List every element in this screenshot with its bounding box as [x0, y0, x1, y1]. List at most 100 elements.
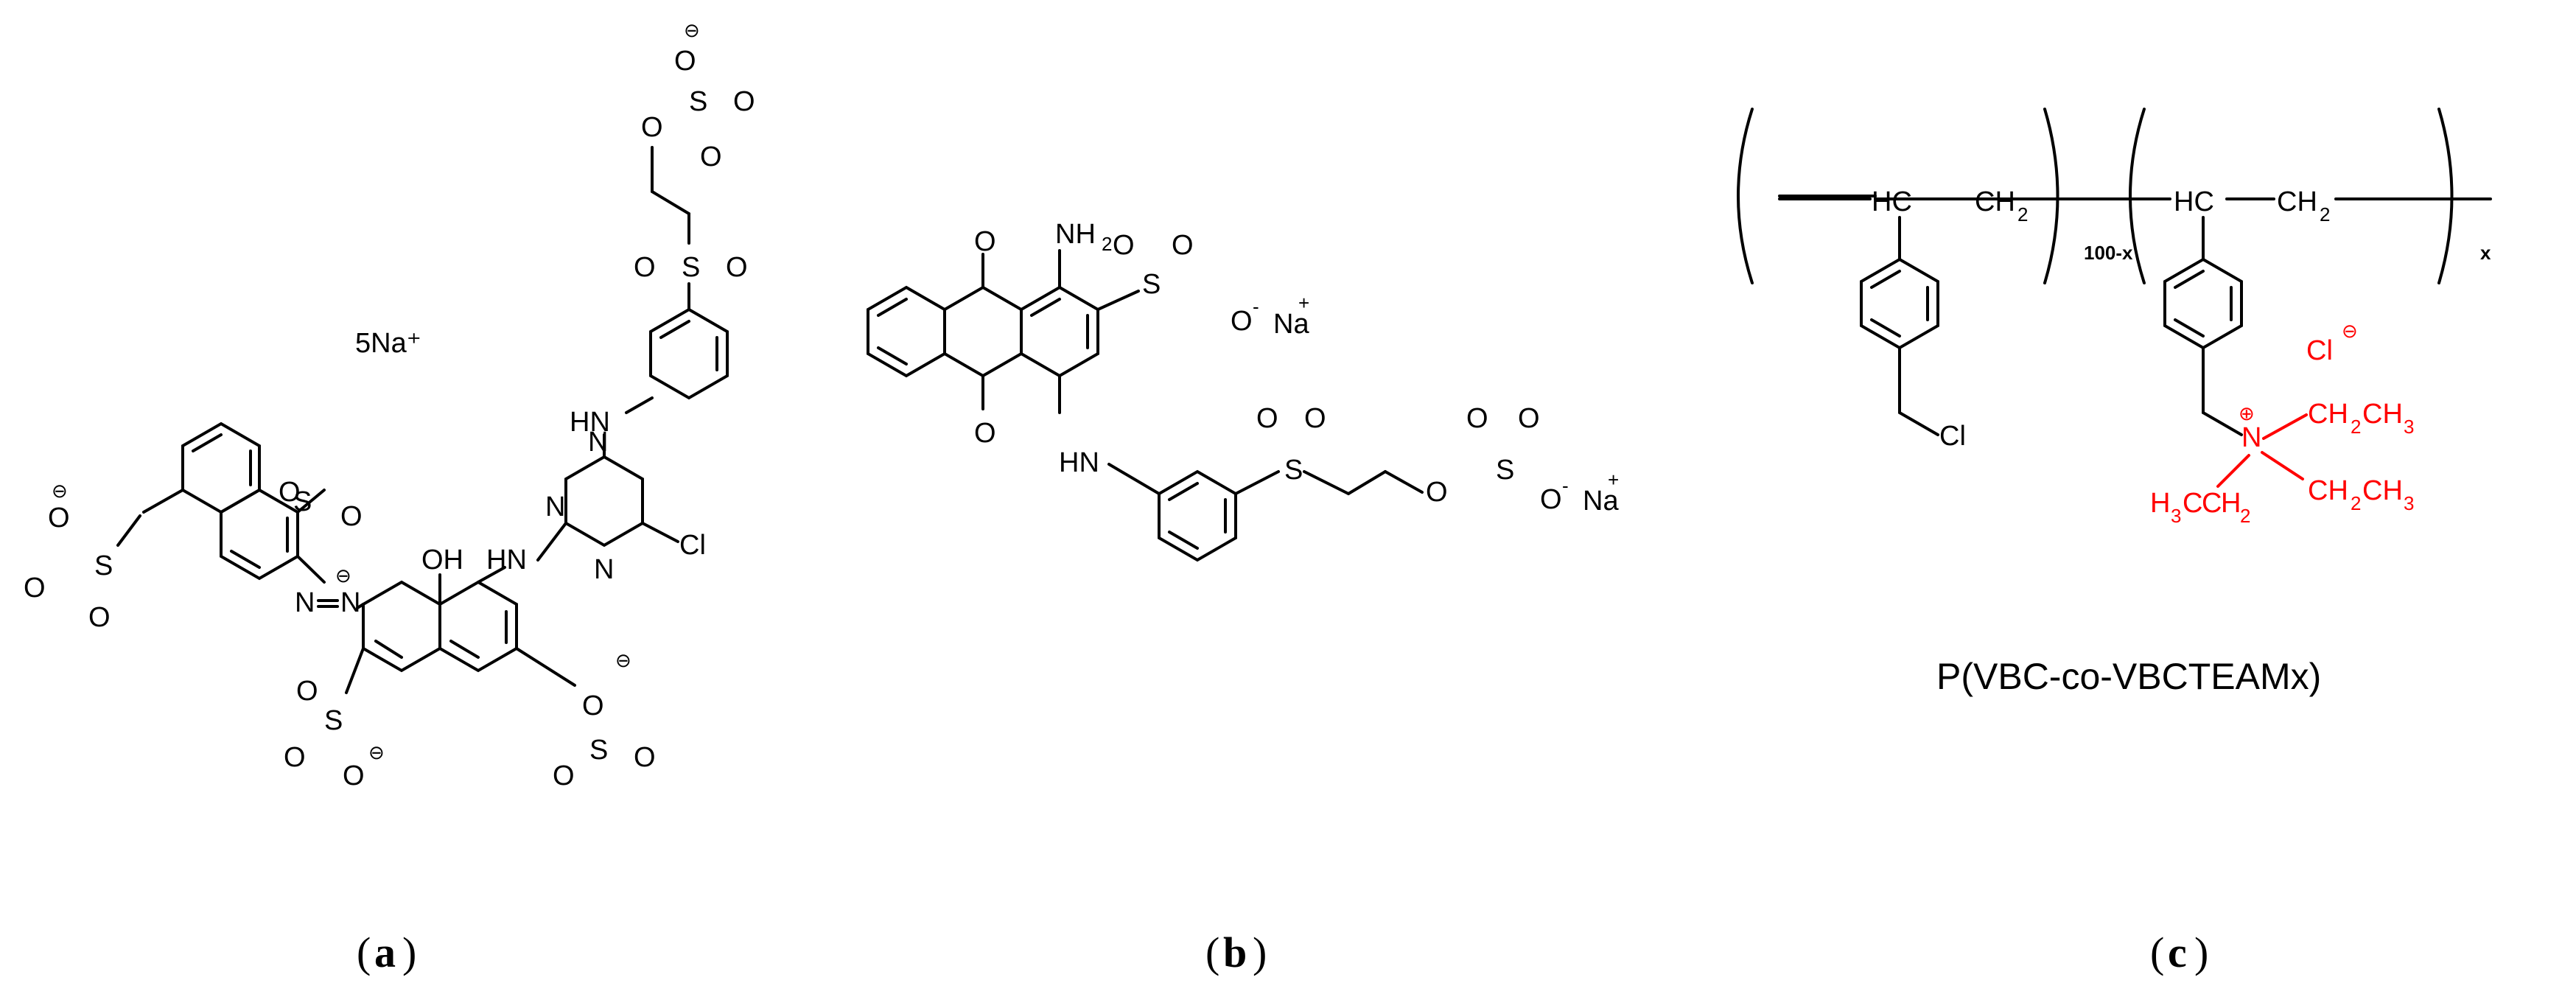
bracket-open-right [2129, 108, 2146, 284]
charge-minus: ⊖ [335, 564, 351, 587]
panel-c-structure: HC CH 2 100-x HC CH 2 x Cl N ⊕ CH 2 CH 3 [1737, 108, 2492, 976]
atom-o-minus: O [1540, 484, 1562, 515]
atom-o: O [974, 226, 996, 257]
atom-h: H [2221, 488, 2241, 519]
atom-o: O [641, 112, 663, 143]
subscript-2: 2 [1102, 233, 1112, 255]
charge-plus: + [1608, 469, 1619, 491]
atom-o: O [733, 86, 755, 117]
panel-label-c: c [2168, 928, 2187, 976]
subscript-2: 2 [2351, 416, 2361, 438]
atom-o: O [1172, 230, 1194, 261]
atom-o: O [553, 760, 575, 791]
repeat-subscript-x: x [2480, 242, 2491, 264]
atom-hn: HN [1059, 447, 1099, 478]
naphthalene-ring-left-upper [181, 421, 261, 514]
atom-o: O [700, 141, 722, 172]
atom-o: O [674, 46, 696, 77]
panel-a-structure: 5Na⁺ S O O O ⊖ S O O ⊖ N N [24, 19, 755, 976]
atom-o: O [1466, 403, 1488, 434]
subscript-2: 2 [2351, 492, 2361, 514]
subscript-2: 2 [2017, 203, 2028, 225]
atom-cl: Cl [1939, 421, 1966, 452]
atom-ch3: CH [2362, 399, 2403, 430]
chloride-ion: Cl [2306, 335, 2333, 366]
bracket-close-left [2043, 108, 2059, 284]
atom-n: N [295, 587, 315, 618]
subscript-3: 3 [2404, 492, 2414, 514]
panel-label-a: a [374, 928, 396, 976]
panel-label-a-open: ( [357, 928, 371, 976]
atom-h3c: H [2150, 488, 2170, 519]
atom-o: O [634, 252, 656, 283]
atom-o: O [1113, 230, 1135, 261]
atom-s: S [94, 550, 113, 581]
atom-o: O [340, 501, 363, 532]
atom-c: C [2183, 488, 2202, 519]
atom-o: O [343, 760, 365, 791]
atom-o: O [48, 503, 70, 534]
charge-minus: ⊖ [684, 19, 700, 41]
atom-o: O [1304, 403, 1326, 434]
atom-s: S [589, 735, 608, 766]
atom-hn: HN [570, 407, 610, 438]
polymer-caption: P(VBC-co-VBCTEAMx) [1936, 656, 2321, 697]
atom-c: C [2202, 488, 2222, 519]
bracket-open-left [1737, 108, 1754, 284]
panel-label-c-open: ( [2150, 928, 2164, 976]
atom-ch2: CH [2308, 399, 2348, 430]
atom-s: S [324, 705, 343, 736]
panel-label-b: b [1223, 928, 1247, 976]
atom-n: N [594, 554, 614, 585]
atom-hc: HC [2174, 186, 2214, 217]
charge-minus: - [1562, 475, 1569, 497]
bracket-close-right [2437, 108, 2454, 284]
anthraquinone-center-ring [943, 285, 1023, 378]
panel-label-c-close: ) [2194, 928, 2208, 976]
repeat-subscript-100-x: 100-x [2084, 242, 2133, 264]
atom-n: N [545, 491, 565, 522]
charge-minus: - [1253, 295, 1259, 318]
atom-ch2: CH [2308, 475, 2348, 506]
atom-o: O [974, 418, 996, 449]
atom-s: S [682, 252, 700, 283]
subscript-2: 2 [2320, 203, 2330, 225]
atom-s: S [1496, 455, 1514, 486]
charge-minus-circle: ⊖ [2342, 320, 2358, 342]
panel-label-b-close: ) [1253, 928, 1267, 976]
atom-ch2: CH [2277, 186, 2317, 217]
atom-ch3: CH [2362, 475, 2403, 506]
atom-oh: OH [421, 545, 463, 576]
atom-na: Na [1273, 309, 1309, 340]
atom-o: O [296, 676, 318, 707]
atom-o: O [279, 477, 301, 508]
panel-label-a-close: ) [402, 928, 416, 976]
atom-s: S [1284, 455, 1303, 486]
atom-o: O [1256, 403, 1278, 434]
subscript-2: 2 [2240, 505, 2250, 527]
subscript-3: 3 [2171, 505, 2181, 527]
atom-o: O [1426, 477, 1448, 508]
atom-o: O [726, 252, 748, 283]
charge-plus: + [1298, 292, 1309, 314]
atom-hn: HN [486, 545, 527, 576]
charge-minus: ⊖ [52, 480, 68, 502]
atom-o: O [88, 602, 111, 633]
sodium-counter-ion: 5Na⁺ [355, 328, 421, 359]
panel-label-b-open: ( [1205, 928, 1219, 976]
charge-plus-circle: ⊕ [2239, 402, 2255, 424]
atom-o: O [634, 742, 656, 773]
atom-n: N [340, 587, 360, 618]
subscript-3: 3 [2404, 416, 2414, 438]
triazine-ring [564, 455, 644, 548]
phenyl-ring-a [649, 307, 729, 400]
charge-minus: ⊖ [615, 649, 631, 671]
atom-s: S [293, 486, 312, 517]
atom-hc: HC [1872, 186, 1912, 217]
atom-o: O [582, 690, 604, 721]
atom-s: S [689, 86, 707, 117]
atom-nh2: NH [1055, 219, 1096, 250]
atom-o: O [1518, 403, 1540, 434]
atom-o: O [24, 573, 46, 604]
